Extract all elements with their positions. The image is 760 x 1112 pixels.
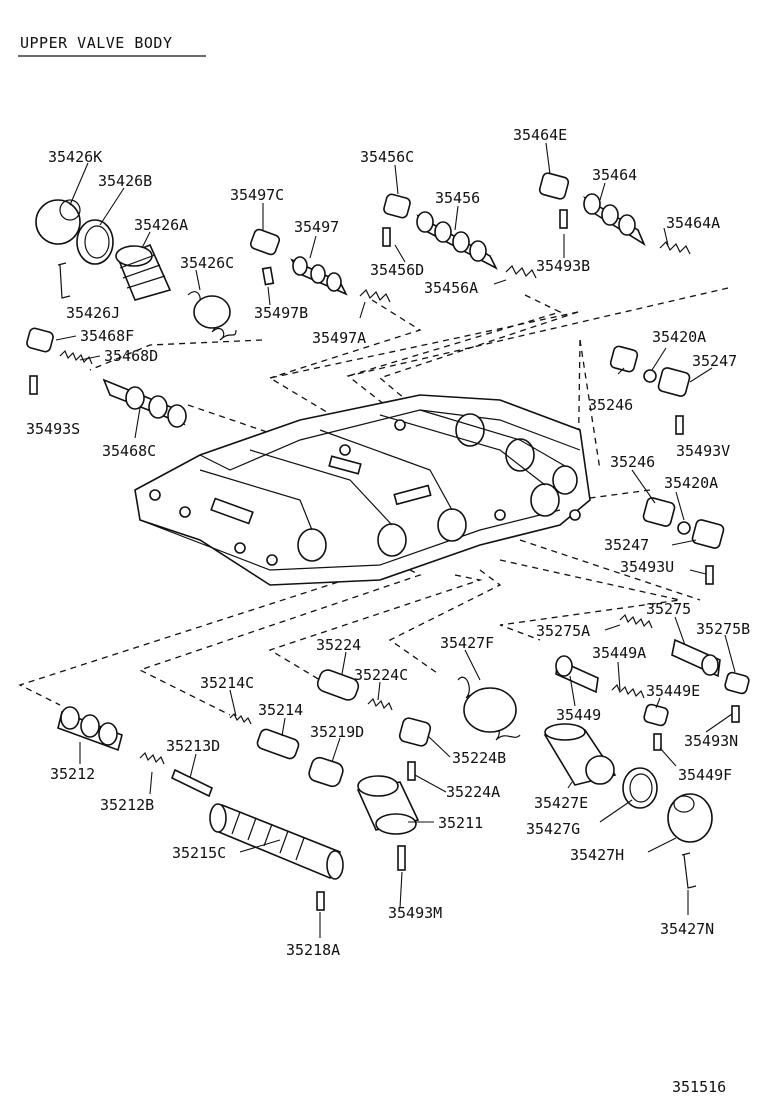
label-35497: 35497 [294,218,339,236]
label-35493U: 35493U [620,558,674,576]
label-35246-upper: 35246 [588,396,633,414]
label-35246-lower: 35246 [610,453,655,471]
diagram-title: UPPER VALVE BODY [20,34,173,52]
label-35497A: 35497A [312,329,366,347]
label-35456A: 35456A [424,279,478,297]
label-35426B: 35426B [98,172,152,190]
label-35449E: 35449E [646,682,700,700]
label-35247-lower: 35247 [604,536,649,554]
leader-lines [55,142,736,938]
label-35224C: 35224C [354,666,408,684]
label-35493V: 35493V [676,442,730,460]
label-35275A: 35275A [536,622,590,640]
label-35493B: 35493B [536,257,590,275]
label-35449A: 35449A [592,644,646,662]
label-35215C: 35215C [172,844,226,862]
label-35456D: 35456D [370,261,424,279]
label-35464A: 35464A [666,214,720,232]
label-35420A-lower: 35420A [664,474,718,492]
label-35211: 35211 [438,814,483,832]
label-35426A: 35426A [134,216,188,234]
label-35247-upper: 35247 [692,352,737,370]
label-35275: 35275 [646,600,691,618]
label-35275B: 35275B [696,620,750,638]
label-35224B: 35224B [452,749,506,767]
label-35449F: 35449F [678,766,732,784]
upper-valve-body [134,394,591,586]
label-35426C: 35426C [180,254,234,272]
label-35493S: 35493S [26,420,80,438]
label-35427F: 35427F [440,634,494,652]
part-labels: 35426K 35426B 35426A 35426C 35426J 35497… [26,126,750,959]
label-35213D: 35213D [166,737,220,755]
label-35218A: 35218A [286,941,340,959]
label-35224A: 35224A [446,783,500,801]
label-35426J: 35426J [66,304,120,322]
label-35427G: 35427G [526,820,580,838]
label-35464: 35464 [592,166,637,184]
figure-number: 351516 [672,1078,726,1096]
label-35468C: 35468C [102,442,156,460]
label-35224: 35224 [316,636,361,654]
label-35456: 35456 [435,189,480,207]
label-35493N: 35493N [684,732,738,750]
label-35468D: 35468D [104,347,158,365]
label-35493M: 35493M [388,904,442,922]
label-35214C: 35214C [200,674,254,692]
label-35427E: 35427E [534,794,588,812]
label-35464E: 35464E [513,126,567,144]
label-35468F: 35468F [80,327,134,345]
label-35497B: 35497B [254,304,308,322]
label-35449: 35449 [556,706,601,724]
label-35427H: 35427H [570,846,624,864]
label-35212B: 35212B [100,796,154,814]
label-35426K: 35426K [48,148,102,166]
label-35219D: 35219D [310,723,364,741]
label-35420A-upper: 35420A [652,328,706,346]
label-35214: 35214 [258,701,303,719]
label-35212: 35212 [50,765,95,783]
label-35456C: 35456C [360,148,414,166]
label-35497C: 35497C [230,186,284,204]
parts-drawings [26,172,750,911]
label-35427N: 35427N [660,920,714,938]
